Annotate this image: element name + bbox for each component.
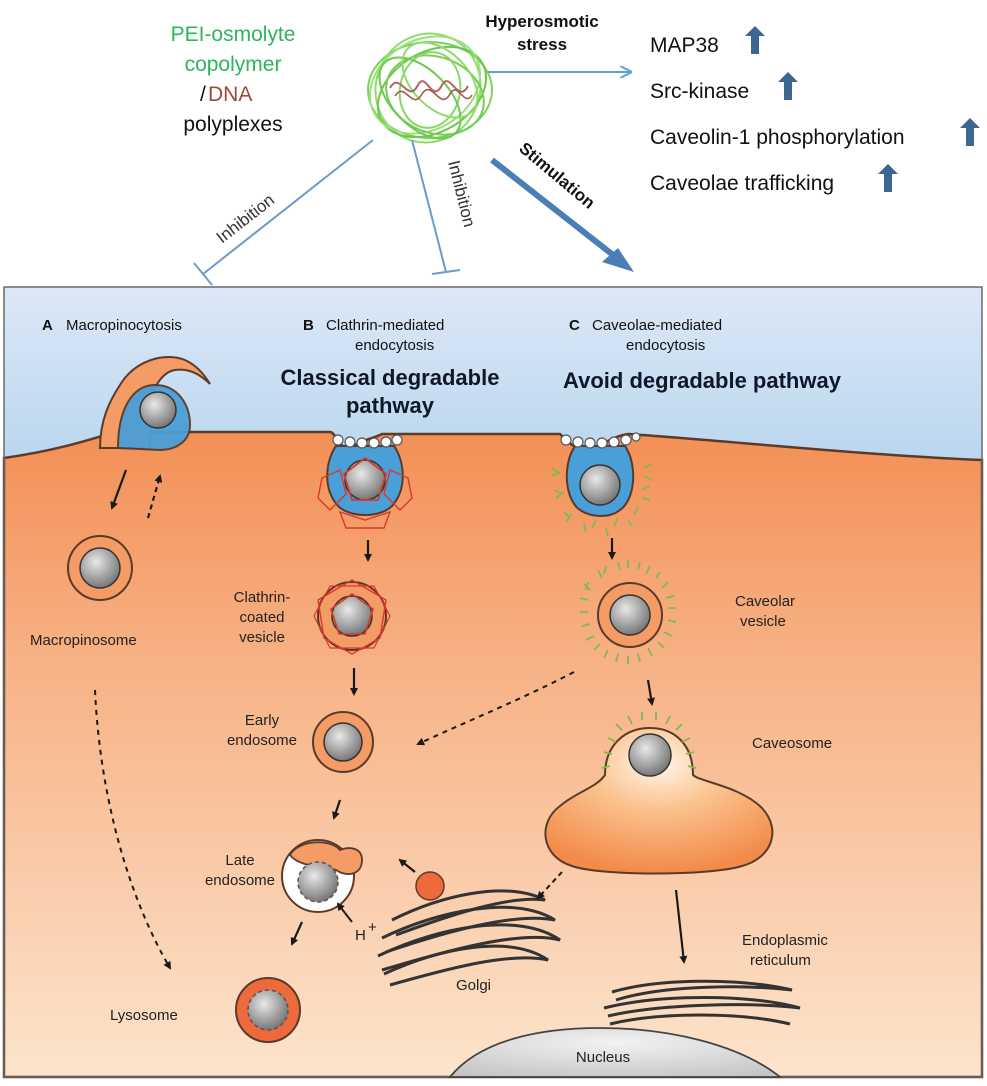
macropinosome-recycle-arrow (146, 474, 163, 519)
arrow-up-icon (878, 164, 898, 192)
avoid-pathway-label: Avoid degradable pathway (563, 368, 842, 393)
clathrin-pit (317, 445, 413, 529)
late-endosome-label-line2: endosome (205, 872, 275, 889)
macropinosome-label: Macropinosome (30, 632, 137, 649)
section-b-title-line2: endocytosis (355, 337, 434, 354)
caveolae-pit-beads (560, 432, 641, 449)
section-a-title: Macropinocytosis (66, 317, 182, 334)
inhibition-middle-label: Inhibition (444, 158, 479, 229)
caveosome-to-golgi-arrow (536, 871, 563, 900)
lysosome (235, 977, 301, 1043)
inhibition-middle: Inhibition (411, 139, 479, 275)
endoplasmic-reticulum (603, 979, 801, 1026)
nucleus-label: Nucleus (576, 1049, 630, 1066)
macropinosome (67, 535, 133, 601)
caveolin-coat-pit (551, 463, 653, 537)
polyplex-label: PEI-osmolyte copolymer / DNA polyplexes (171, 23, 296, 136)
classical-pathway-label-line1: Classical degradable (281, 365, 500, 390)
section-c-letter: C (569, 317, 580, 334)
classical-pathway-label-line2: pathway (346, 393, 435, 418)
late-to-lysosome-arrow (290, 921, 304, 946)
macropinocytosis-ruffle (98, 356, 211, 452)
caveosome-to-er-arrow (674, 889, 688, 964)
polyplex-tangle-icon (367, 32, 493, 144)
early-to-late-arrow (332, 799, 342, 820)
effect-label-2: Src-kinase (650, 80, 749, 103)
er-label-line2: reticulum (750, 952, 811, 969)
macropinosome-arrow (110, 469, 128, 510)
clathrin-coated-vesicle (313, 579, 391, 655)
effect-label-4: Caveolae trafficking (650, 172, 834, 195)
late-endosome-label-line1: Late (225, 852, 254, 869)
hyperosmotic-label-line2: stress (517, 35, 567, 54)
effect-label-1: MAP38 (650, 34, 719, 57)
lysosome-label: Lysosome (110, 1007, 178, 1024)
polyplex-label-line2: copolymer (185, 53, 282, 76)
arrow-up-icon (960, 118, 980, 146)
clathrin-vesicle-label-line3: vesicle (239, 629, 285, 646)
effects-list: MAP38 Src-kinase Caveolin-1 phosphorylat… (650, 26, 980, 195)
caveolar-vesicle (579, 560, 677, 664)
macropinosome-to-lysosome-arrow (94, 689, 172, 970)
caveolar-to-early-endosome-arrow (416, 671, 575, 746)
caveosome (544, 712, 774, 875)
caveolar-vesicle-label-line2: vesicle (740, 613, 786, 630)
section-b-letter: B (303, 317, 314, 334)
stimulation-label: Stimulation (515, 139, 598, 213)
caveolar-vesicle-label-line1: Caveolar (735, 593, 795, 610)
nucleus (448, 1027, 783, 1078)
proton-label-sup: + (368, 919, 377, 936)
section-c-title-line2: endocytosis (626, 337, 705, 354)
clathrin-vesicle-label-line2: coated (239, 609, 284, 626)
golgi-vesicle-arrow (398, 858, 416, 873)
clathrin-pit-beads (332, 434, 403, 449)
stimulation: Stimulation (490, 139, 634, 272)
vesicle-from-golgi (415, 871, 445, 901)
hyperosmotic-label-line1: Hyperosmotic (485, 12, 598, 31)
er-label-line1: Endoplasmic (742, 932, 828, 949)
caveolae-pit (565, 445, 635, 517)
early-endosome-label-line2: endosome (227, 732, 297, 749)
golgi-apparatus (377, 889, 561, 987)
polyplex-dna: DNA (208, 83, 252, 106)
caveosome-label: Caveosome (752, 735, 832, 752)
inhibition-left-label: Inhibition (213, 190, 278, 247)
section-c-title-line1: Caveolae-mediated (592, 317, 722, 334)
early-endosome (312, 711, 374, 773)
proton-label: H (355, 927, 366, 944)
proton-arrow (336, 902, 353, 923)
polyplex-label-line4: polyplexes (183, 113, 282, 136)
polyplex-slash: / (200, 83, 206, 106)
golgi-label: Golgi (456, 977, 491, 994)
effect-label-3: Caveolin-1 phosphorylation (650, 126, 905, 149)
inhibition-left: Inhibition (193, 139, 374, 286)
arrow-up-icon (778, 72, 798, 100)
section-a-letter: A (42, 317, 53, 334)
caveolae-arrow-2 (646, 679, 655, 706)
early-endosome-label-line1: Early (245, 712, 280, 729)
arrow-up-icon (745, 26, 765, 54)
late-endosome (281, 839, 363, 913)
section-b-title-line1: Clathrin-mediated (326, 317, 444, 334)
clathrin-vesicle-label-line1: Clathrin- (234, 589, 291, 606)
polyplex-label-line1: PEI-osmolyte (171, 23, 296, 46)
